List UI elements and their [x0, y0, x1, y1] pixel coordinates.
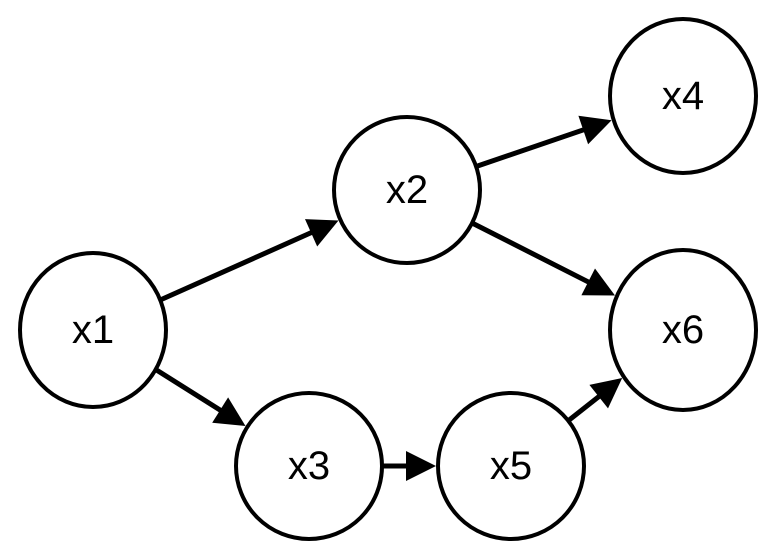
arrow-head-icon — [305, 219, 339, 247]
edge-x5-x6 — [566, 378, 623, 423]
edge-line — [154, 367, 224, 414]
node-label: x5 — [490, 444, 532, 488]
nodes-layer: x1 x2 x3 x4 x5 x6 — [18, 17, 758, 541]
edges-layer — [154, 115, 623, 481]
node-circle — [234, 391, 384, 541]
node-x5: x5 — [436, 391, 586, 541]
node-label: x6 — [662, 308, 704, 352]
edge-x2-x4 — [475, 115, 612, 169]
node-label: x1 — [72, 308, 114, 352]
arrow-head-icon — [212, 397, 246, 426]
arrow-head-icon — [589, 378, 623, 409]
node-x4: x4 — [608, 17, 758, 175]
node-circle — [608, 248, 758, 412]
edge-line — [475, 126, 586, 169]
node-x1: x1 — [18, 251, 168, 409]
edge-x1-x2 — [159, 219, 339, 303]
arrow-head-icon — [578, 115, 612, 145]
arrow-head-icon — [581, 268, 615, 296]
node-x2: x2 — [332, 115, 482, 265]
node-x6: x6 — [608, 248, 758, 412]
node-label: x4 — [662, 74, 704, 118]
edge-line — [470, 220, 592, 286]
arrow-head-icon — [406, 451, 436, 481]
edge-x3-x5 — [382, 451, 436, 481]
node-circle — [436, 391, 586, 541]
node-label: x3 — [288, 444, 330, 488]
edge-x2-x6 — [470, 220, 615, 296]
node-circle — [332, 115, 482, 265]
edge-x1-x3 — [154, 367, 246, 426]
node-label: x2 — [386, 168, 428, 212]
edge-line — [566, 393, 602, 423]
node-circle — [18, 251, 168, 409]
node-circle — [608, 17, 758, 175]
node-x3: x3 — [234, 391, 384, 541]
edge-line — [159, 229, 314, 303]
